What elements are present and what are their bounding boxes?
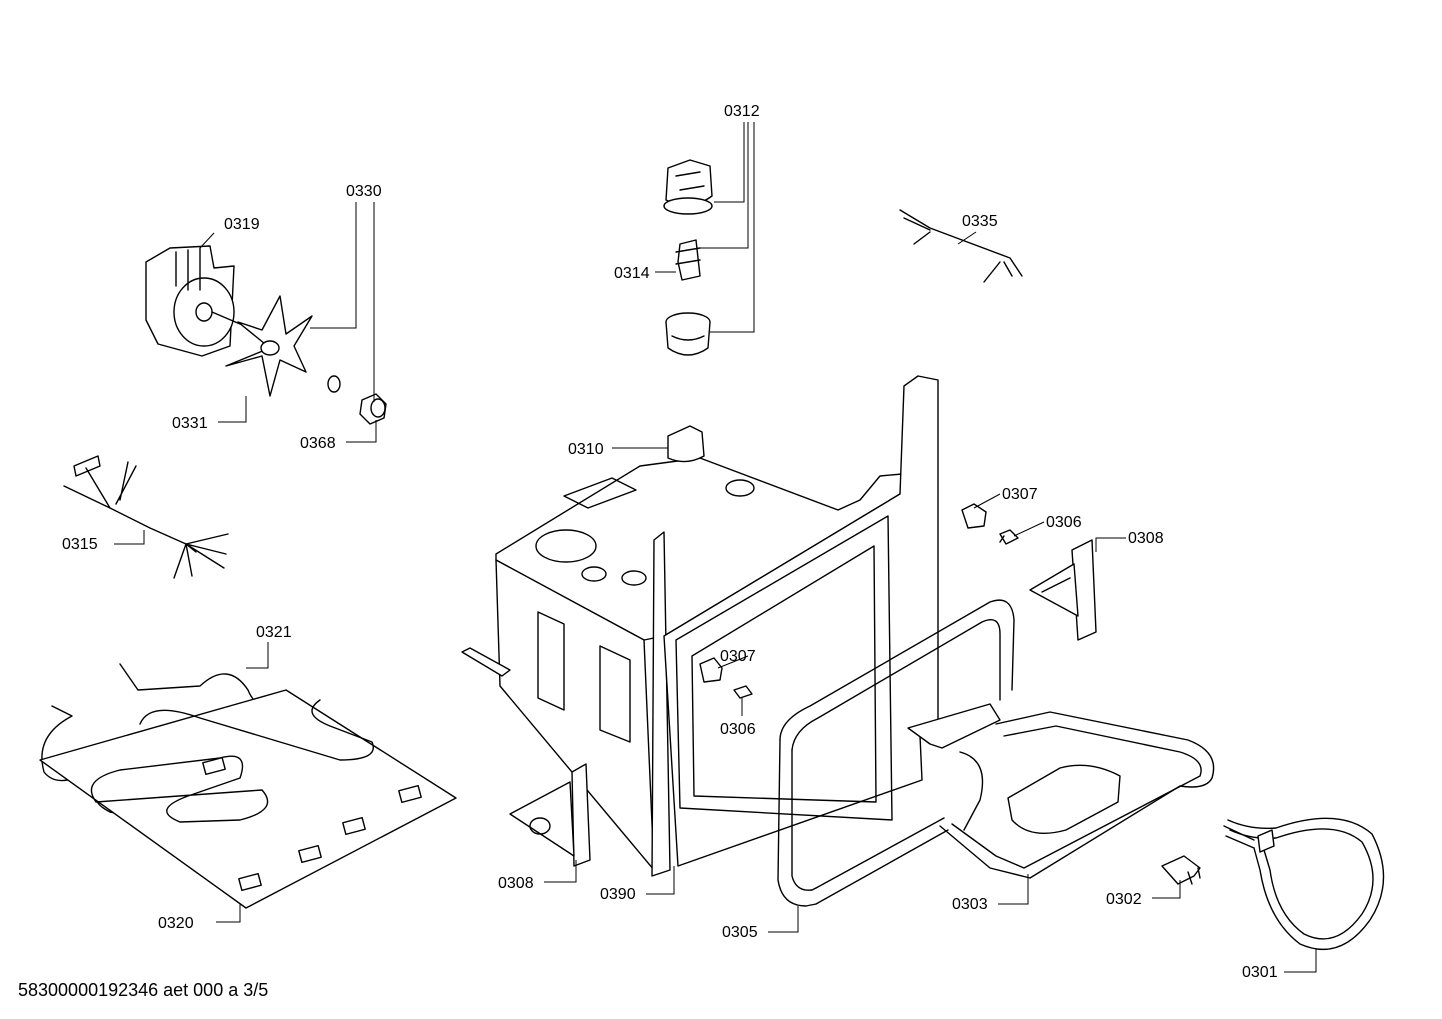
label-0305: 0305 [722,924,758,941]
cable-loom-part [63,455,229,579]
fan-nut-part [359,393,387,425]
label-0330: 0330 [346,183,382,200]
grill-heating-element [907,703,1215,879]
label-0303: 0303 [952,896,988,913]
label-0314: 0314 [614,265,650,282]
plug-part-upper [961,503,987,529]
leader-lines [114,122,1317,973]
side-bracket-right [1029,539,1097,641]
label-0310: 0310 [568,441,604,458]
terminal-clip-part [1161,855,1201,885]
label-0306-lower: 0306 [720,721,756,738]
label-0320: 0320 [158,915,194,932]
label-0307-lower: 0307 [720,648,756,665]
label-0331: 0331 [172,415,208,432]
label-0301: 0301 [1242,964,1278,981]
label-0368: 0368 [300,435,336,452]
lamp-holder-part [663,159,713,215]
lower-heating-tray [39,689,457,909]
label-0321: 0321 [256,624,292,641]
label-0315: 0315 [62,536,98,553]
ring-heating-element [1223,817,1385,951]
lamp-socket-part [675,239,701,281]
label-0307-upper: 0307 [1002,486,1038,503]
label-0335: 0335 [962,213,998,230]
label-0308-right: 0308 [1128,530,1164,547]
label-0308-left: 0308 [498,875,534,892]
wire-harness-small [899,209,1023,283]
fan-motor-part [145,245,241,357]
oven-cavity-part [461,375,939,877]
door-gasket-part [777,599,1015,907]
screw-part-upper [999,529,1019,545]
lamp-cover-part [665,312,711,356]
label-0319: 0319 [224,216,260,233]
label-0306-upper: 0306 [1046,514,1082,531]
label-0390: 0390 [600,886,636,903]
fan-impeller-part [225,295,313,397]
label-0302: 0302 [1106,891,1142,908]
washer-part [327,375,341,393]
drawing-reference-footer: 58300000192346 aet 000 a 3/5 [18,980,269,1000]
label-0312: 0312 [724,103,760,120]
plug-part-lower [699,657,723,683]
side-bracket-left [509,763,591,867]
screw-part-lower [733,685,753,699]
